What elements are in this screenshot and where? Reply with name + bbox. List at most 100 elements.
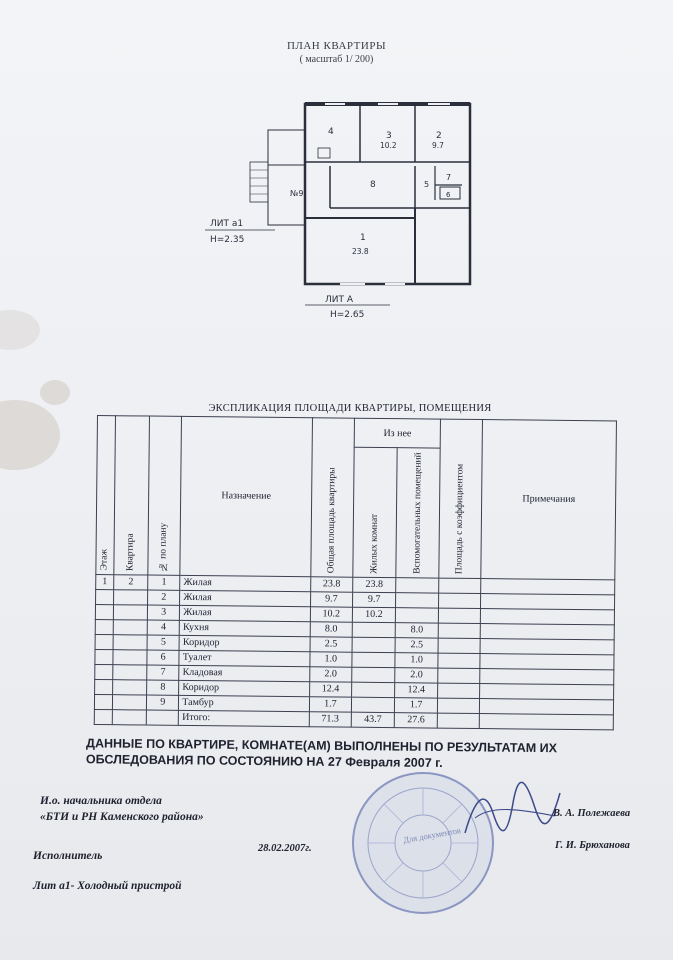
cell-total-area: 9.7 xyxy=(310,591,353,607)
total-living: 43.7 xyxy=(351,711,395,728)
cell-auxiliary: 12.4 xyxy=(394,682,438,698)
header-apartment: Квартира xyxy=(113,415,150,575)
position-title: И.о. начальника отдела xyxy=(40,795,162,807)
cell-floor: 1 xyxy=(95,574,114,590)
cell-coef-area xyxy=(438,622,481,639)
footnote: Лит а1- Холодный пристрой xyxy=(33,880,182,892)
header-notes: Примечания xyxy=(481,419,617,580)
building-label: ЛИТ А xyxy=(325,295,354,305)
annex-wall xyxy=(267,129,306,226)
cell-plan-no: 4 xyxy=(147,619,180,635)
cell-apartment xyxy=(112,664,148,680)
explication-title: ЭКСПЛИКАЦИЯ ПЛОЩАДИ КВАРТИРЫ, ПОМЕЩЕНИЯ xyxy=(208,403,492,414)
cell-floor xyxy=(95,634,114,650)
room-area: 9.7 xyxy=(432,141,444,150)
cell-living xyxy=(351,681,395,698)
stairs xyxy=(249,161,269,203)
cell-notes xyxy=(480,593,615,610)
cell-notes xyxy=(480,608,615,625)
cell-notes xyxy=(479,683,614,700)
cell-total-area: 2.5 xyxy=(309,636,353,652)
cell-notes xyxy=(480,653,615,670)
signer-name: В. А. Полежаева xyxy=(553,808,631,819)
cell-plan-no: 8 xyxy=(146,679,180,695)
executor-name: Г. И. Брюханова xyxy=(555,840,630,851)
total-auxiliary: 27.6 xyxy=(394,712,438,728)
stove xyxy=(317,147,331,159)
cell-apartment xyxy=(113,634,148,650)
cell-purpose: Кухня xyxy=(179,619,311,637)
stain xyxy=(0,400,60,470)
cell-total-area: 23.8 xyxy=(310,576,353,592)
header-total-area: Общая площадь квартиры xyxy=(310,417,355,577)
cell-coef-area xyxy=(437,712,480,729)
cell-plan-no: 5 xyxy=(147,634,180,650)
cell-living xyxy=(351,696,395,713)
plan-title: ПЛАН КВАРТИРЫ xyxy=(286,40,387,52)
plan-scale: ( масштаб 1/ 200) xyxy=(299,54,374,65)
signature-date: 28.02.2007г. xyxy=(258,843,312,854)
executor-label: Исполнитель xyxy=(33,850,103,862)
header-floor: Этаж xyxy=(95,415,116,575)
room-label: 5 xyxy=(424,180,429,189)
cell-floor xyxy=(94,679,113,695)
cell-plan-no: 9 xyxy=(146,694,179,710)
cell-living: 10.2 xyxy=(352,606,396,623)
cell-plan-no: 6 xyxy=(147,649,180,665)
organization-name: «БТИ и РН Каменского района» xyxy=(40,811,204,823)
cell-plan-no xyxy=(146,709,179,725)
cell-living xyxy=(351,666,395,683)
toilet-box xyxy=(439,186,461,200)
official-stamp xyxy=(352,772,494,914)
cell-auxiliary xyxy=(395,607,439,623)
cell-plan-no: 2 xyxy=(147,589,180,605)
cell-apartment xyxy=(112,679,147,695)
cell-purpose: Коридор xyxy=(178,679,310,697)
cell-total-area: 2.0 xyxy=(309,666,352,682)
room-label: 2 xyxy=(436,131,442,141)
total-label: Итого: xyxy=(178,709,310,727)
room-label: 8 xyxy=(370,180,376,190)
total-area: 71.3 xyxy=(309,711,352,727)
cell-coef-area xyxy=(437,682,481,699)
annex-label: ЛИТ а1 xyxy=(210,219,243,229)
stain xyxy=(40,380,70,405)
room-label: 1 xyxy=(360,233,366,243)
header-plan-no: № по плану xyxy=(148,416,182,575)
cell-living: 23.8 xyxy=(352,576,396,593)
header-coef-area: Площадь с коэффициентом xyxy=(439,419,483,579)
cell-notes xyxy=(480,623,615,640)
header-auxiliary: Вспомогательных помещений xyxy=(395,447,441,578)
cell-plan-no: 3 xyxy=(147,604,180,620)
cell-coef-area xyxy=(438,577,482,594)
header-purpose: Назначение xyxy=(180,416,313,577)
cell-auxiliary xyxy=(395,577,440,593)
cell-auxiliary: 1.0 xyxy=(394,652,439,668)
cell-notes xyxy=(480,638,615,655)
cell-floor xyxy=(94,664,113,680)
cell-apartment xyxy=(113,589,148,605)
cell-coef-area xyxy=(438,592,482,609)
floor-plan-drawing: 4 3 10.2 2 9.7 8 5 7 6 №9 1 23.8 ЛИТ а1 … xyxy=(205,102,472,320)
cell-living: 9.7 xyxy=(352,591,396,608)
cell-notes xyxy=(480,668,614,685)
building-height: Н=2.65 xyxy=(330,310,364,320)
cell-purpose: Жилая xyxy=(179,604,311,622)
cell-plan-no: 7 xyxy=(146,664,180,680)
cell-notes xyxy=(481,578,615,595)
cell-purpose: Жилая xyxy=(179,574,311,592)
cell-notes xyxy=(479,698,614,715)
cell-auxiliary: 2.5 xyxy=(395,637,439,653)
cell-living xyxy=(352,621,396,638)
room-area: 10.2 xyxy=(380,141,397,150)
cell-floor xyxy=(94,709,113,725)
cell-coef-area xyxy=(438,637,481,654)
handwritten-signature xyxy=(464,781,561,834)
cell-apartment: 2 xyxy=(113,574,149,590)
cell-purpose: Туалет xyxy=(179,649,310,667)
cell-coef-area xyxy=(438,607,481,624)
room-label: 4 xyxy=(328,127,334,137)
cell-floor xyxy=(95,604,114,620)
cell-total-area: 8.0 xyxy=(309,621,353,637)
annex-height: Н=2.35 xyxy=(210,235,244,245)
